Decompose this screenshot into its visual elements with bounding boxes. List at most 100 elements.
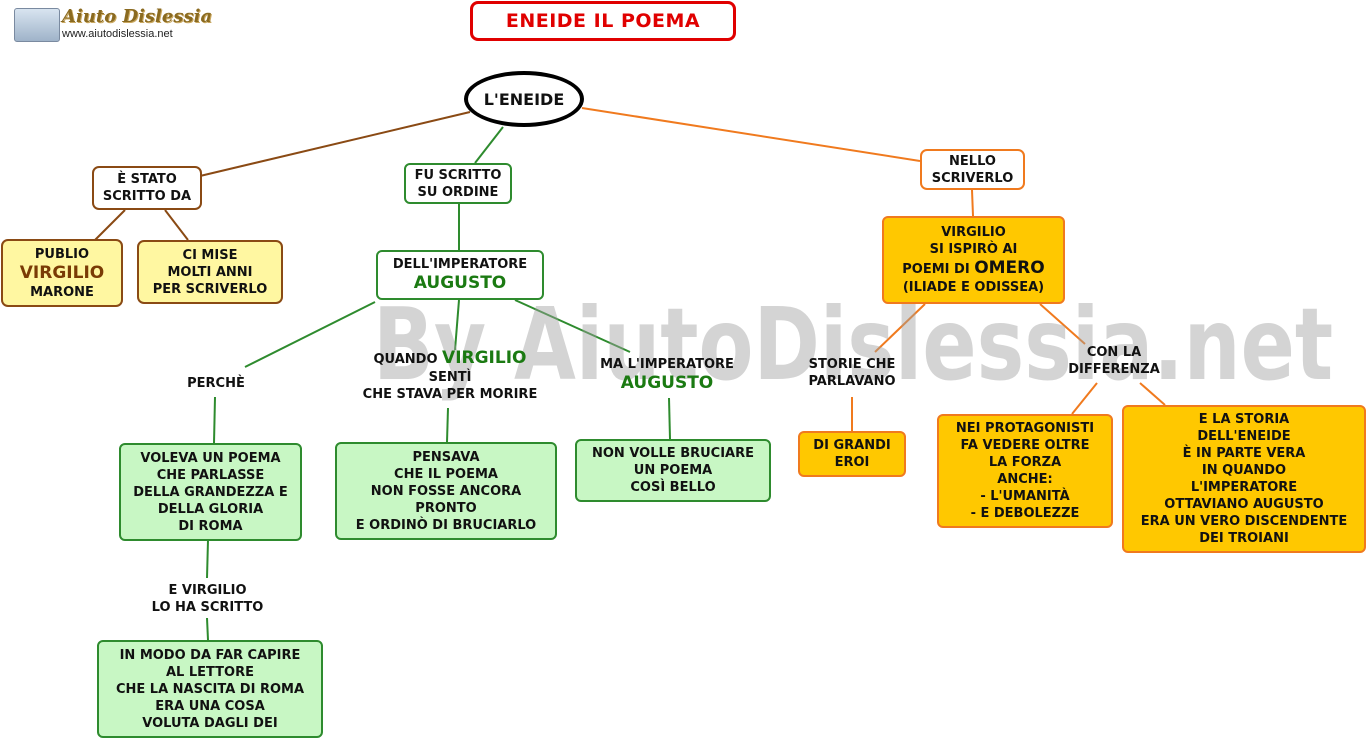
label-storie: STORIE CHE PARLAVANO — [792, 356, 912, 390]
node-line: MOLTI ANNI — [167, 264, 253, 280]
logo-name: Aiuto Dislessia — [62, 6, 213, 27]
node-imperatore-augusto: DELL'IMPERATORE AUGUSTO — [376, 250, 544, 300]
node-line: VIRGILIO — [941, 225, 1006, 240]
node-line: IN QUANDO — [1201, 463, 1287, 478]
node-line: DI GRANDI — [813, 438, 891, 453]
node-line: PRONTO — [415, 500, 477, 516]
node-publio-virgilio: PUBLIO VIRGILIO MARONE — [1, 239, 123, 307]
node-line: PARLAVANO — [808, 374, 896, 389]
line-left-cimise — [164, 209, 189, 241]
inline-text: POEMI DI — [902, 262, 970, 277]
node-line: FA VEDERE OLTRE — [960, 438, 1090, 453]
node-line: SI ISPIRÒ AI — [929, 242, 1018, 257]
node-line: DELL'ENEIDE — [1197, 429, 1291, 444]
node-grandi-eroi: DI GRANDI EROI — [798, 431, 906, 477]
node-line: - E DEBOLEZZE — [970, 506, 1080, 521]
line-root-middle — [474, 126, 504, 164]
node-scritto-da: È STATO SCRITTO DA — [92, 166, 202, 210]
node-line: POEMI DI OMERO — [902, 258, 1044, 279]
node-line: CHE LA NASCITA DI ROMA — [115, 681, 305, 697]
node-fu-scritto: FU SCRITTO SU ORDINE — [404, 163, 512, 204]
node-line: PER SCRIVERLO — [152, 281, 268, 297]
line-ispiro-differenza — [1039, 303, 1086, 345]
node-line: CI MISE — [182, 247, 238, 263]
node-line: COSÌ BELLO — [630, 480, 716, 495]
line-imp-quando — [454, 299, 460, 351]
node-line: PUBLIO — [34, 246, 90, 262]
node-line: AL LETTORE — [165, 664, 254, 680]
node-line: DI ROMA — [178, 518, 243, 534]
node-line: DEI TROIANI — [1199, 531, 1289, 546]
node-line: L'IMPERATORE — [1190, 480, 1298, 495]
line-voleva-evirgilio — [206, 539, 209, 579]
node-line: NON FOSSE ANCORA — [370, 483, 522, 499]
node-line: LO HA SCRITTO — [151, 600, 264, 615]
label-ma-augusto: MA L'IMPERATORE AUGUSTO — [582, 356, 752, 394]
node-ispiro-omero: VIRGILIO SI ISPIRÒ AI POEMI DI OMERO (IL… — [882, 216, 1065, 304]
node-line: ERA UN VERO DISCENDENTE — [1140, 514, 1348, 529]
node-line: MARONE — [30, 284, 94, 300]
node-nello-scriverlo: NELLO SCRIVERLO — [920, 149, 1025, 190]
node-line: VOLEVA UN POEMA — [140, 450, 281, 466]
node-line: QUANDO VIRGILIO — [345, 348, 555, 369]
line-right-ispiro — [971, 189, 974, 217]
node-line: NON VOLLE BRUCIARE — [592, 446, 754, 461]
node-line: CHE PARLASSE — [156, 467, 265, 483]
node-line: E ORDINÒ DI BRUCIARLO — [355, 517, 537, 533]
line-quando-pensava — [446, 407, 449, 443]
node-line: FU SCRITTO — [414, 167, 502, 183]
node-line: ERA UNA COSA — [155, 698, 265, 714]
highlight-name: AUGUSTO — [620, 373, 714, 393]
node-in-modo: IN MODO DA FAR CAPIRE AL LETTORE CHE LA … — [97, 640, 323, 738]
node-voleva: VOLEVA UN POEMA CHE PARLASSE DELLA GRAND… — [119, 443, 302, 541]
logo-url: www.aiutodislessia.net — [62, 28, 173, 40]
page-title-text: ENEIDE IL POEMA — [505, 9, 701, 32]
line-diff-storia — [1139, 382, 1166, 406]
node-line: PERCHÈ — [187, 376, 245, 391]
node-line: NEI PROTAGONISTI — [955, 421, 1095, 436]
node-storia-vera: E LA STORIA DELL'ENEIDE È IN PARTE VERA … — [1122, 405, 1366, 553]
site-logo[interactable]: Aiuto Dislessia www.aiutodislessia.net — [14, 6, 212, 44]
line-perche-voleva — [213, 396, 216, 444]
node-line: MA L'IMPERATORE — [600, 357, 734, 372]
node-line: STORIE CHE — [808, 357, 896, 372]
node-line: DELLA GLORIA — [157, 501, 264, 517]
node-line: SCRITTO DA — [102, 189, 192, 204]
node-line: (ILIADE E ODISSEA) — [902, 280, 1045, 295]
node-line: - L'UMANITÀ — [980, 489, 1070, 504]
node-line: LA FORZA — [988, 455, 1062, 470]
label-differenza: CON LA DIFFERENZA — [1054, 344, 1174, 378]
node-line: IN MODO DA FAR CAPIRE — [119, 647, 301, 663]
node-line: VOLUTA DAGLI DEI — [142, 715, 278, 731]
node-line: E VIRGILIO — [168, 583, 247, 598]
node-line: CHE STAVA PER MORIRE — [362, 387, 538, 402]
root-node: L'ENEIDE — [464, 71, 584, 127]
node-line: SU ORDINE — [417, 184, 499, 200]
node-non-volle: NON VOLLE BRUCIARE UN POEMA COSÌ BELLO — [575, 439, 771, 502]
node-line: DELL'IMPERATORE — [392, 257, 528, 272]
book-icon — [14, 8, 60, 42]
node-line: UN POEMA — [633, 463, 713, 478]
node-line: EROI — [834, 455, 870, 470]
line-imp-perche — [244, 301, 376, 368]
line-diff-protagonisti — [1071, 382, 1098, 415]
node-line: PENSAVA — [412, 449, 480, 465]
highlight-name: VIRGILIO — [442, 348, 527, 368]
node-line: DIFFERENZA — [1068, 362, 1160, 377]
node-line: CHE IL POEMA — [394, 466, 498, 482]
node-line: È IN PARTE VERA — [1182, 446, 1306, 461]
node-line: E LA STORIA — [1198, 412, 1290, 427]
label-e-virgilio: E VIRGILIO LO HA SCRITTO — [130, 582, 285, 616]
label-perche: PERCHÈ — [160, 375, 272, 392]
line-ispiro-storie — [874, 303, 926, 353]
node-line: DELLA GRANDEZZA E — [133, 484, 288, 500]
line-root-left — [199, 111, 471, 177]
node-line: SCRIVERLO — [931, 170, 1014, 186]
node-pensava: PENSAVA CHE IL POEMA NON FOSSE ANCORA PR… — [335, 442, 557, 540]
line-root-right — [581, 107, 921, 162]
page-title: ENEIDE IL POEMA — [470, 1, 736, 41]
line-ma-nonvolle — [668, 397, 671, 440]
node-line: SENTÌ — [428, 370, 472, 385]
node-line: CON LA — [1086, 345, 1142, 360]
